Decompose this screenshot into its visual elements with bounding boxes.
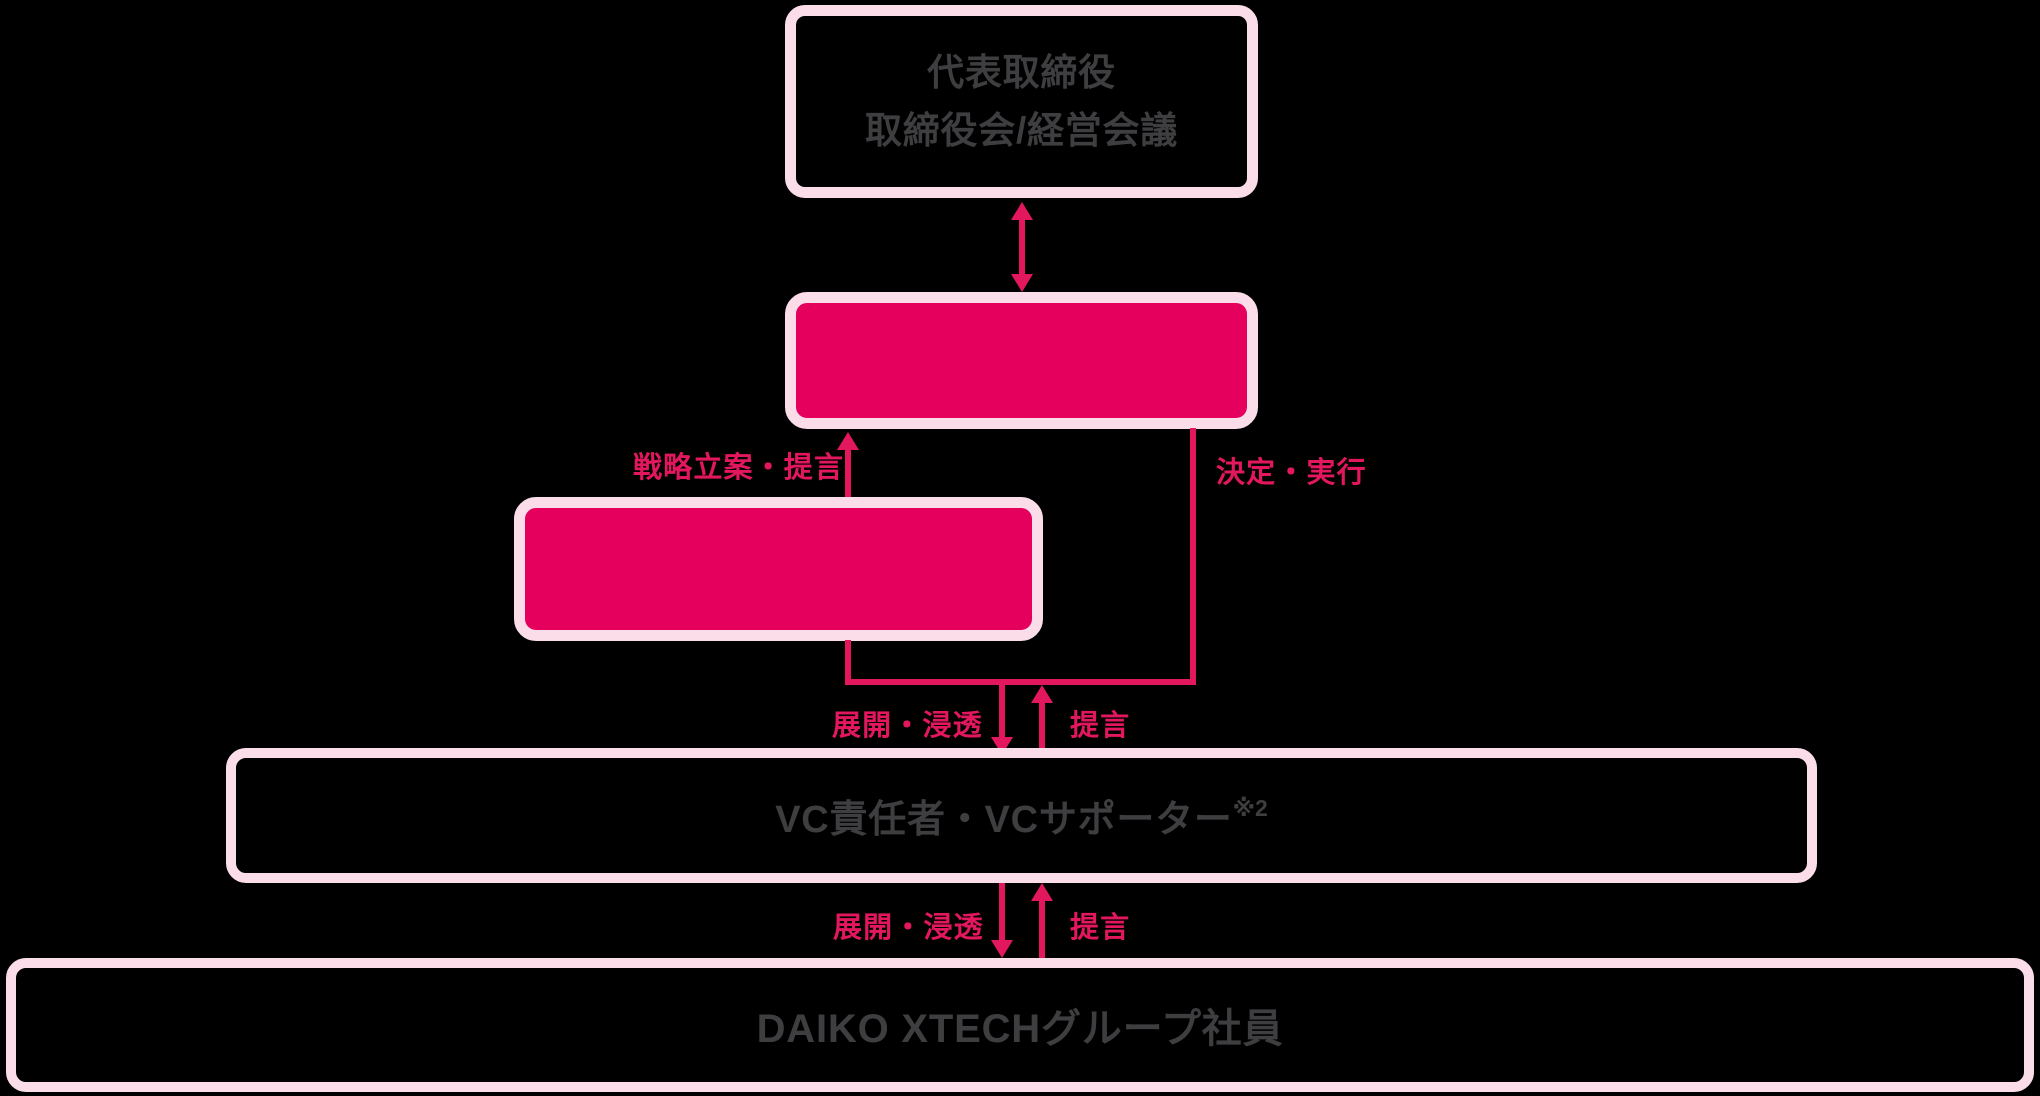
pink-lower-drop-line bbox=[845, 640, 851, 685]
label-decide-execute: 決定・実行 bbox=[1216, 457, 1367, 489]
proposal-arrow-upper-stem bbox=[1039, 701, 1045, 752]
label-deploy-permeate-lower: 展開・浸透 bbox=[833, 912, 984, 944]
vc-supporters-text: VC責任者・VCサポーター bbox=[775, 799, 1233, 841]
decide-execute-line bbox=[1190, 428, 1196, 685]
double-arrow-stem bbox=[1019, 216, 1025, 278]
proposal-arrow-upper-head bbox=[1031, 685, 1053, 703]
box-vc-supporters: VC責任者・VCサポーター※2 bbox=[226, 748, 1817, 883]
box-pink-upper bbox=[785, 292, 1258, 429]
horizontal-rail bbox=[845, 679, 1196, 685]
label-deploy-permeate-upper: 展開・浸透 bbox=[832, 710, 983, 742]
label-strategy-proposal: 戦略立案・提言 bbox=[633, 452, 845, 484]
vc-supporters-note-ref: ※2 bbox=[1232, 795, 1268, 821]
double-arrow-up-head bbox=[1011, 202, 1033, 220]
strategy-arrow-stem bbox=[845, 447, 851, 499]
label-proposal-lower: 提言 bbox=[1070, 912, 1131, 944]
deploy-arrow-lower-stem bbox=[999, 883, 1005, 943]
group-employees-label: DAIKO XTECHグループ社員 bbox=[756, 1007, 1284, 1051]
box-pink-lower bbox=[514, 497, 1043, 641]
deploy-arrow-upper-stem bbox=[999, 682, 1005, 739]
proposal-arrow-lower-stem bbox=[1039, 899, 1045, 958]
box-top-management: 代表取締役 取締役会/経営会議 bbox=[785, 5, 1258, 198]
proposal-arrow-lower-head bbox=[1031, 883, 1053, 901]
vc-supporters-label: VC責任者・VCサポーター※2 bbox=[775, 788, 1268, 843]
top-management-line2: 取締役会/経営会議 bbox=[865, 109, 1178, 151]
label-proposal-upper: 提言 bbox=[1070, 710, 1131, 742]
strategy-arrow-head bbox=[837, 432, 859, 450]
deploy-arrow-lower-head bbox=[991, 940, 1013, 958]
box-group-employees: DAIKO XTECHグループ社員 bbox=[6, 958, 2034, 1092]
double-arrow-down-head bbox=[1011, 274, 1033, 292]
top-management-line1: 代表取締役 bbox=[927, 52, 1116, 94]
